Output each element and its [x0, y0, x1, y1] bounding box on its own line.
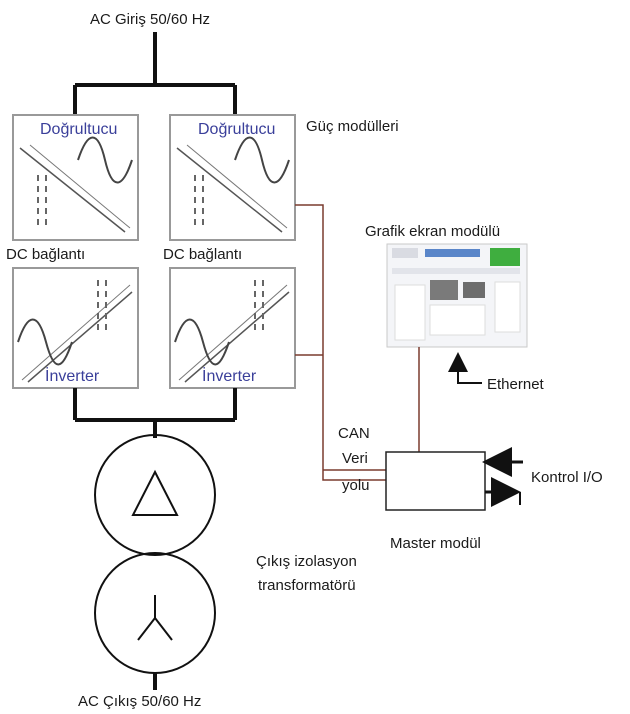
power-modules-label: Güç modülleri	[306, 118, 399, 135]
inverter-label-left: İnverter	[45, 366, 100, 385]
ac-output-label: AC Çıkış 50/60 Hz	[78, 693, 201, 710]
delta-symbol	[133, 472, 177, 515]
output-bus	[75, 388, 235, 438]
can-label-line3: yolu	[342, 477, 370, 494]
input-bus	[75, 32, 235, 115]
can-label-line1: CAN	[338, 425, 370, 442]
status-indicator	[490, 248, 520, 266]
wye-symbol	[138, 595, 172, 640]
rectifier-label-right: Doğrultucu	[198, 121, 275, 138]
inverter-label-right: İnverter	[202, 366, 257, 385]
master-module	[386, 452, 485, 510]
inverter-module-right: İnverter	[170, 268, 295, 388]
control-io-arrows	[485, 462, 523, 505]
transformer-label-line1: Çıkış izolasyon	[256, 553, 357, 570]
rectifier-module-right: Doğrultucu	[170, 115, 295, 240]
ethernet-label: Ethernet	[487, 376, 545, 393]
control-io-label: Kontrol I/O	[531, 469, 603, 486]
isolation-transformer	[95, 435, 215, 690]
transformer-label-line2: transformatörü	[258, 577, 356, 594]
rectifier-label-left: Doğrultucu	[40, 121, 117, 138]
ethernet-arrow	[458, 356, 482, 383]
can-label-line2: Veri	[342, 450, 368, 467]
display-module-label: Grafik ekran modülü	[365, 223, 500, 240]
rectifier-module-left: Doğrultucu	[13, 115, 138, 240]
dc-link-label-right: DC bağlantı	[163, 246, 242, 263]
display-module-screen	[387, 244, 527, 347]
master-module-label: Master modül	[390, 535, 481, 552]
inverter-module-left: İnverter	[13, 268, 138, 388]
dc-link-label-left: DC bağlantı	[6, 246, 85, 263]
ac-input-label: AC Giriş 50/60 Hz	[90, 11, 210, 28]
